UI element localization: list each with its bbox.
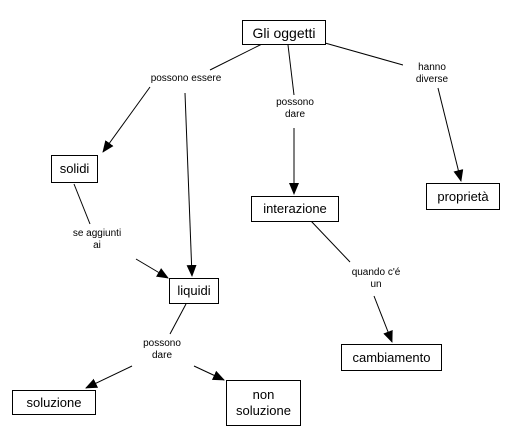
link-quando-ce-un: quando c'é un (339, 267, 413, 291)
edge-oggetti-to-possono-essere (209, 43, 263, 71)
edge-possono-dare-to-non-soluzione (193, 365, 225, 381)
node-soluzione[interactable]: soluzione (12, 390, 96, 415)
link-hanno-diverse: hanno diverse (403, 62, 461, 86)
edge-liquidi-to-possono-dare (169, 303, 187, 335)
edge-interazione-to-quando (310, 220, 351, 263)
node-gli-oggetti[interactable]: Gli oggetti (242, 20, 326, 45)
edge-hanno-diverse-to-proprieta (437, 87, 464, 182)
node-solidi[interactable]: solidi (51, 155, 98, 183)
link-possono-dare-bottom: possono dare (133, 338, 191, 362)
edge-possono-essere-to-liquidi (184, 92, 197, 277)
link-possono-essere: possono essere (139, 73, 233, 85)
edge-possono-essere-to-solidi (102, 86, 151, 153)
node-liquidi[interactable]: liquidi (169, 278, 219, 304)
link-possono-dare-top: possono dare (266, 97, 324, 121)
link-se-aggiunti-ai: se aggiunti ai (60, 228, 134, 252)
edge-oggetti-to-hanno-diverse (324, 42, 404, 66)
node-non-soluzione[interactable]: non soluzione (226, 380, 301, 426)
edge-oggetti-to-possono-dare (287, 44, 295, 96)
edge-possono-dare-to-soluzione (85, 365, 133, 389)
node-interazione[interactable]: interazione (251, 196, 339, 222)
node-cambiamento[interactable]: cambiamento (341, 344, 442, 371)
node-proprieta[interactable]: proprietà (426, 183, 500, 210)
edge-solidi-to-se-aggiunti (73, 183, 91, 225)
edge-se-aggiunti-to-liquidi (135, 258, 169, 279)
edge-quando-to-cambiamento (373, 295, 393, 343)
